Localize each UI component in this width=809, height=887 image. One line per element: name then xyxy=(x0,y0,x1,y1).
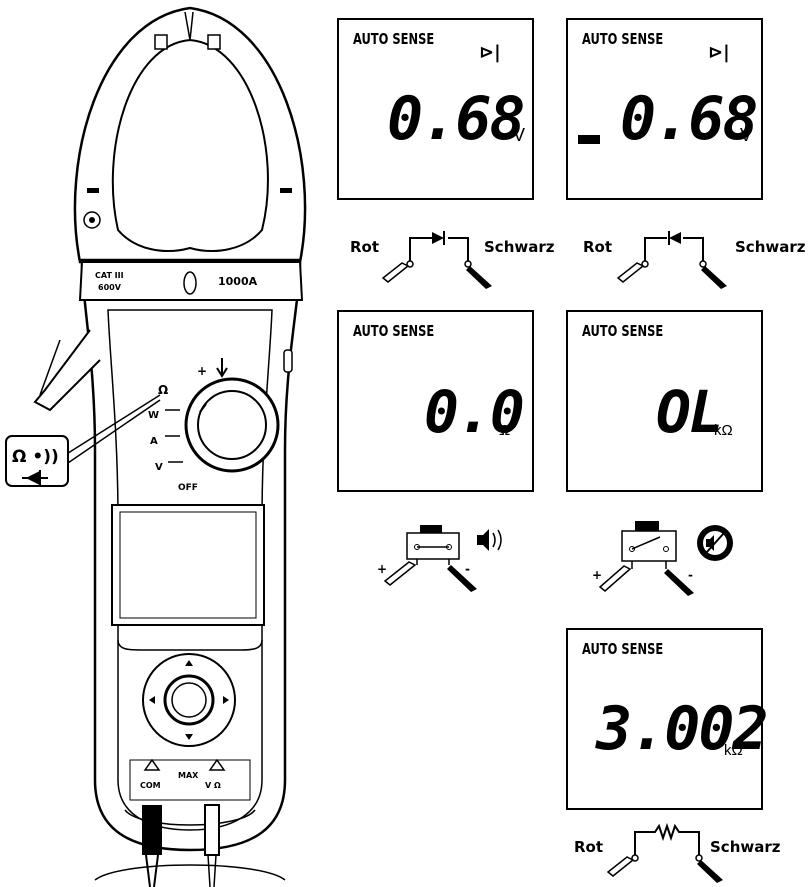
svg-text:+: + xyxy=(197,364,207,378)
resistor-circuit xyxy=(606,822,723,883)
panel-unit: V xyxy=(513,125,526,145)
caption-black-1: Schwarz xyxy=(484,238,555,256)
diode-circuit-forward xyxy=(381,231,492,289)
svg-text:MAX: MAX xyxy=(178,771,199,780)
caption-red-2: Rot xyxy=(583,238,613,256)
panel-header: AUTO SENSE xyxy=(582,640,664,658)
caption-black-2: Schwarz xyxy=(735,238,806,256)
clamp-meter-illustration: CAT III 600V 1000A + Ω W A V OFF Ω •)) C… xyxy=(5,6,307,887)
red-lead-plug xyxy=(204,804,220,856)
svg-text:CAT III: CAT III xyxy=(95,271,124,280)
panel-unit: kΩ xyxy=(724,742,743,759)
panel-unit: V xyxy=(740,125,753,145)
caption-red-1: Rot xyxy=(350,238,380,256)
panel-unit: Ω xyxy=(499,422,511,439)
panel-header: AUTO SENSE xyxy=(582,30,664,48)
diode-circuit-reverse xyxy=(616,231,727,289)
black-lead-plug xyxy=(142,805,162,855)
dial-label-v: V xyxy=(155,462,163,473)
clamp-trigger xyxy=(33,329,101,412)
lcd-panel-diode-reverse: AUTO SENSE ⊳| 0.68 V xyxy=(566,18,763,200)
svg-text:+: + xyxy=(377,562,387,576)
svg-text:-: - xyxy=(465,562,470,576)
continuity-open-circuit: + - xyxy=(592,521,733,596)
svg-text:+: + xyxy=(592,568,602,582)
negative-sign xyxy=(578,135,600,144)
diode-symbol: ⊳| xyxy=(479,42,501,63)
caption-red-3: Rot xyxy=(574,838,604,856)
lcd-panel-open-circuit: AUTO SENSE OL kΩ xyxy=(566,310,763,492)
panel-reading: 0.0 xyxy=(424,378,525,446)
panel-header: AUTO SENSE xyxy=(353,30,435,48)
panel-header: AUTO SENSE xyxy=(582,322,664,340)
lcd-panel-diode-forward: AUTO SENSE ⊳| 0.68 V xyxy=(337,18,534,200)
dial-label-a: A xyxy=(150,436,158,447)
lcd-panel-resistance: AUTO SENSE 3.002 kΩ xyxy=(566,628,769,810)
dial-label-off: OFF xyxy=(178,483,198,493)
panel-reading: 0.68 xyxy=(620,84,758,154)
svg-text:COM: COM xyxy=(140,781,161,790)
function-legend-box xyxy=(5,435,69,487)
panel-reading: 3.002 xyxy=(596,694,769,764)
panel-reading: OL xyxy=(656,378,724,446)
meter-lcd xyxy=(111,504,265,626)
diode-symbol: ⊳| xyxy=(708,42,730,63)
svg-text:600V: 600V xyxy=(98,283,122,292)
panel-header: AUTO SENSE xyxy=(353,322,435,340)
svg-text:Ω: Ω xyxy=(158,383,168,397)
caption-black-3: Schwarz xyxy=(710,838,781,856)
panel-unit: kΩ xyxy=(714,422,733,439)
diode-icon xyxy=(22,470,48,486)
svg-text:V Ω: V Ω xyxy=(205,781,221,790)
continuity-closed-circuit: + - xyxy=(377,525,502,592)
lcd-panel-continuity: AUTO SENSE 0.0 Ω xyxy=(337,310,534,492)
range-label: 1000A xyxy=(218,275,258,288)
jaw-opening xyxy=(111,38,269,252)
legend-symbols: Ω •)) xyxy=(12,447,59,467)
svg-text:-: - xyxy=(688,568,693,582)
dial-label-w: W xyxy=(148,410,159,421)
speaker-icon xyxy=(477,529,489,551)
panel-reading: 0.68 xyxy=(387,84,525,154)
